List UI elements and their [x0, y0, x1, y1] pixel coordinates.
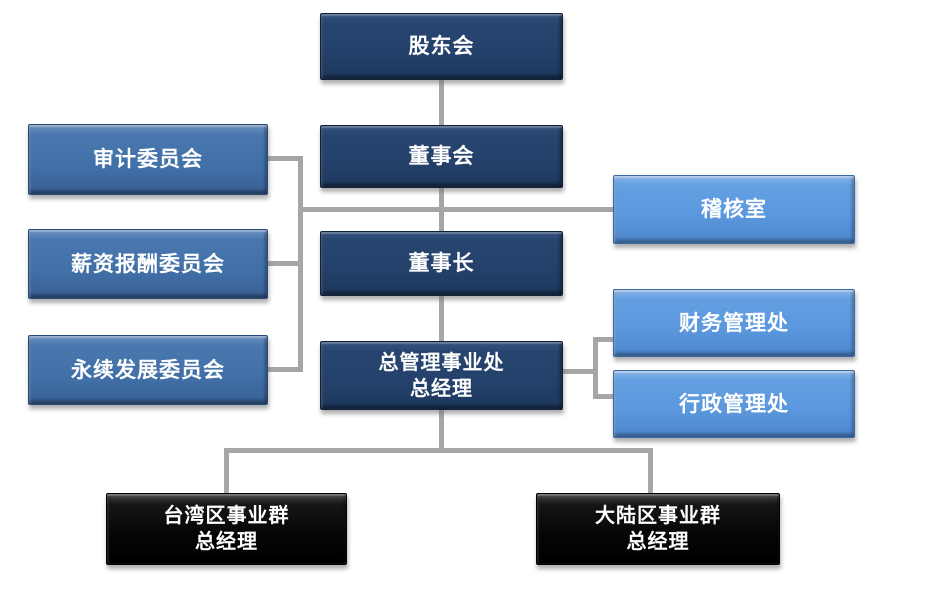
- node-compensation-committee-label: 薪资报酬委员会: [71, 252, 225, 276]
- node-board-label: 董事会: [408, 145, 475, 168]
- connector-stub-compensation: [268, 261, 302, 266]
- connector-bottom-rail: [224, 448, 653, 453]
- connector-mainland-drop: [648, 448, 653, 493]
- node-sustainability-committee-label: 永续发展委员会: [71, 358, 225, 382]
- node-chairman-label: 董事长: [408, 252, 475, 275]
- node-chairman: 董事长: [320, 231, 563, 296]
- node-finance-office: 财务管理处: [613, 289, 855, 357]
- node-taiwan-group: 台湾区事业群 总经理: [106, 493, 347, 565]
- node-compensation-committee: 薪资报酬委员会: [28, 229, 268, 299]
- node-admin-office-label: 行政管理处: [679, 392, 789, 416]
- node-mainland-group: 大陆区事业群 总经理: [536, 493, 780, 565]
- node-shareholders: 股东会: [320, 13, 563, 80]
- connector-shareholders-board: [439, 80, 444, 127]
- connector-taiwan-drop: [224, 448, 229, 493]
- node-admin-office: 行政管理处: [613, 370, 855, 438]
- connector-gm-right-stub: [563, 369, 598, 374]
- node-gm-division: 总管理事业处 总经理: [320, 341, 563, 410]
- connector-stub-admin: [598, 394, 613, 399]
- node-audit-committee-label: 审计委员会: [93, 148, 203, 171]
- connector-stub-finance: [598, 337, 613, 342]
- node-finance-office-label: 财务管理处: [679, 311, 789, 335]
- connector-chairman-gm: [439, 296, 444, 343]
- node-audit-office-label: 稽核室: [701, 198, 767, 221]
- node-sustainability-committee: 永续发展委员会: [28, 335, 268, 405]
- node-gm-division-label: 总管理事业处 总经理: [378, 351, 505, 400]
- connector-gm-down: [439, 410, 444, 453]
- connector-right-bracket: [593, 337, 598, 399]
- node-shareholders-label: 股东会: [408, 35, 475, 58]
- node-mainland-group-label: 大陆区事业群 总经理: [595, 505, 721, 553]
- connector-stub-audit-committee: [268, 156, 302, 161]
- node-taiwan-group-label: 台湾区事业群 总经理: [163, 505, 290, 553]
- connector-cross-rail: [298, 207, 613, 212]
- node-audit-committee: 审计委员会: [28, 124, 268, 195]
- node-audit-office: 稽核室: [613, 175, 855, 244]
- connector-stub-sustainability: [268, 367, 302, 372]
- node-board: 董事会: [320, 125, 563, 188]
